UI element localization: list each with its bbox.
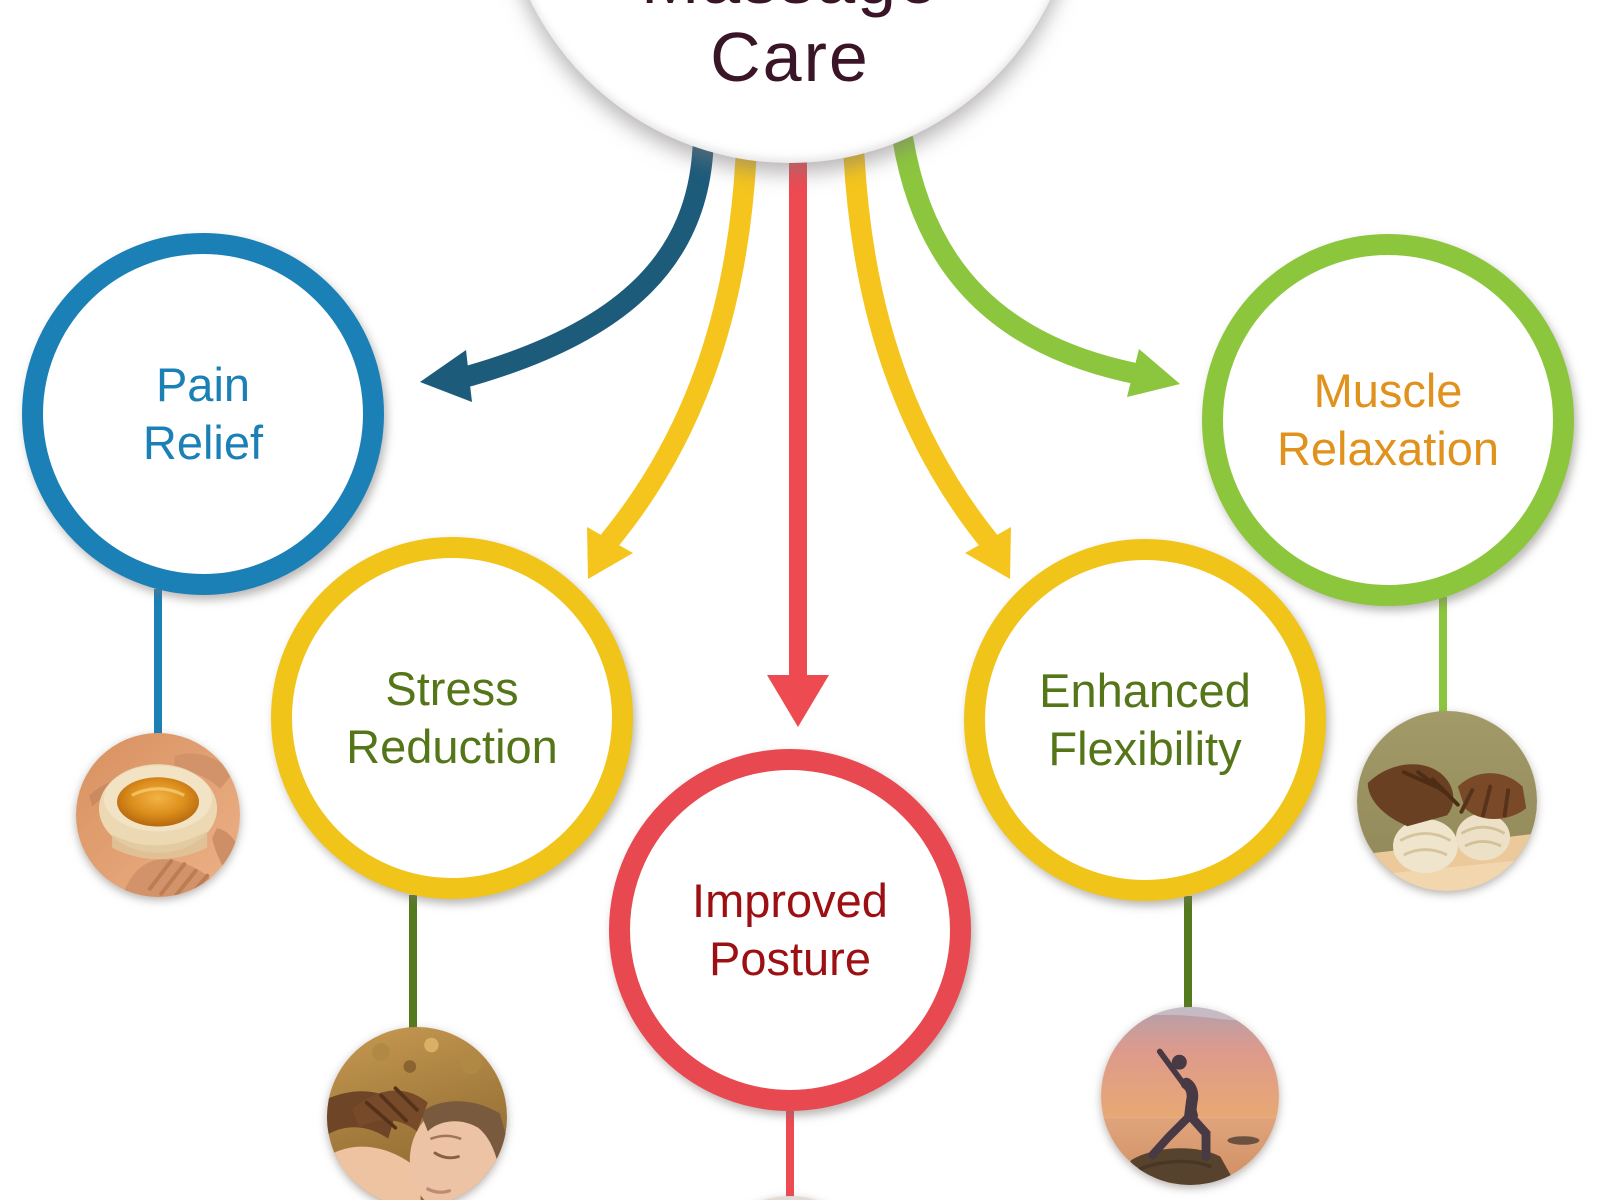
- neck-shoulder-massage-photo: [327, 1027, 507, 1200]
- arrow-head: [420, 350, 472, 402]
- arrow-head: [587, 527, 633, 579]
- yoga-sunset-silhouette-photo: [1101, 1007, 1279, 1185]
- arrow-shaft: [599, 147, 757, 551]
- hub-node-massage-care: Massage Care: [501, 0, 1079, 163]
- arrow-to-enhanced-flexibility: [843, 145, 1011, 579]
- node-label: Enhanced Flexibility: [1039, 662, 1251, 778]
- node-label-line1: Pain: [155, 358, 251, 411]
- oil-pool-dough-ring-back-treatment-photo: [76, 733, 240, 897]
- arrow-to-muscle-relaxation: [892, 129, 1180, 397]
- node-label-line2: Posture: [709, 932, 871, 985]
- node-improved-posture: Improved Posture: [609, 749, 971, 1111]
- arrow-to-improved-posture: [767, 160, 829, 727]
- node-label-line1: Stress: [385, 662, 519, 715]
- node-label: Improved Posture: [692, 872, 888, 988]
- arrow-to-pain-relief: [420, 137, 714, 402]
- arrow-head: [965, 527, 1011, 579]
- connector-muscle-relaxation: [1439, 597, 1447, 715]
- node-enhanced-flexibility: Enhanced Flexibility: [964, 539, 1326, 901]
- hub-title: Massage Care: [501, 0, 1079, 96]
- node-label-line2: Relief: [142, 416, 264, 469]
- connector-enhanced-flexibility: [1184, 896, 1192, 1009]
- connector-pain-relief: [154, 589, 162, 739]
- node-label: Stress Reduction: [346, 660, 558, 776]
- node-label-line1: Enhanced: [1039, 664, 1251, 717]
- arrow-shaft: [843, 145, 999, 551]
- hub-title-line2: Care: [710, 18, 870, 96]
- node-label: Pain Relief: [143, 356, 263, 472]
- arrow-head: [767, 675, 829, 727]
- arrow-shaft: [458, 137, 714, 387]
- node-label-line2: Flexibility: [1048, 722, 1242, 775]
- node-pain-relief: Pain Relief: [22, 233, 384, 595]
- node-label-line2: Relaxation: [1276, 422, 1500, 475]
- arrow-to-stress-reduction: [587, 147, 757, 579]
- node-label-line1: Improved: [692, 874, 888, 927]
- partially-visible-photo: [704, 1196, 876, 1200]
- node-stress-reduction: Stress Reduction: [271, 537, 633, 899]
- hub-title-line1: Massage: [501, 0, 1079, 18]
- node-label: Muscle Relaxation: [1277, 362, 1499, 478]
- node-label-line1: Muscle: [1313, 364, 1463, 417]
- connector-improved-posture: [786, 1111, 794, 1199]
- node-muscle-relaxation: Muscle Relaxation: [1202, 234, 1574, 606]
- connector-stress-reduction: [409, 895, 417, 1031]
- node-label-line2: Reduction: [346, 720, 558, 773]
- arrow-head: [1127, 349, 1180, 397]
- herbal-compress-balls-photo: [1357, 711, 1537, 891]
- arrow-shaft: [892, 129, 1144, 384]
